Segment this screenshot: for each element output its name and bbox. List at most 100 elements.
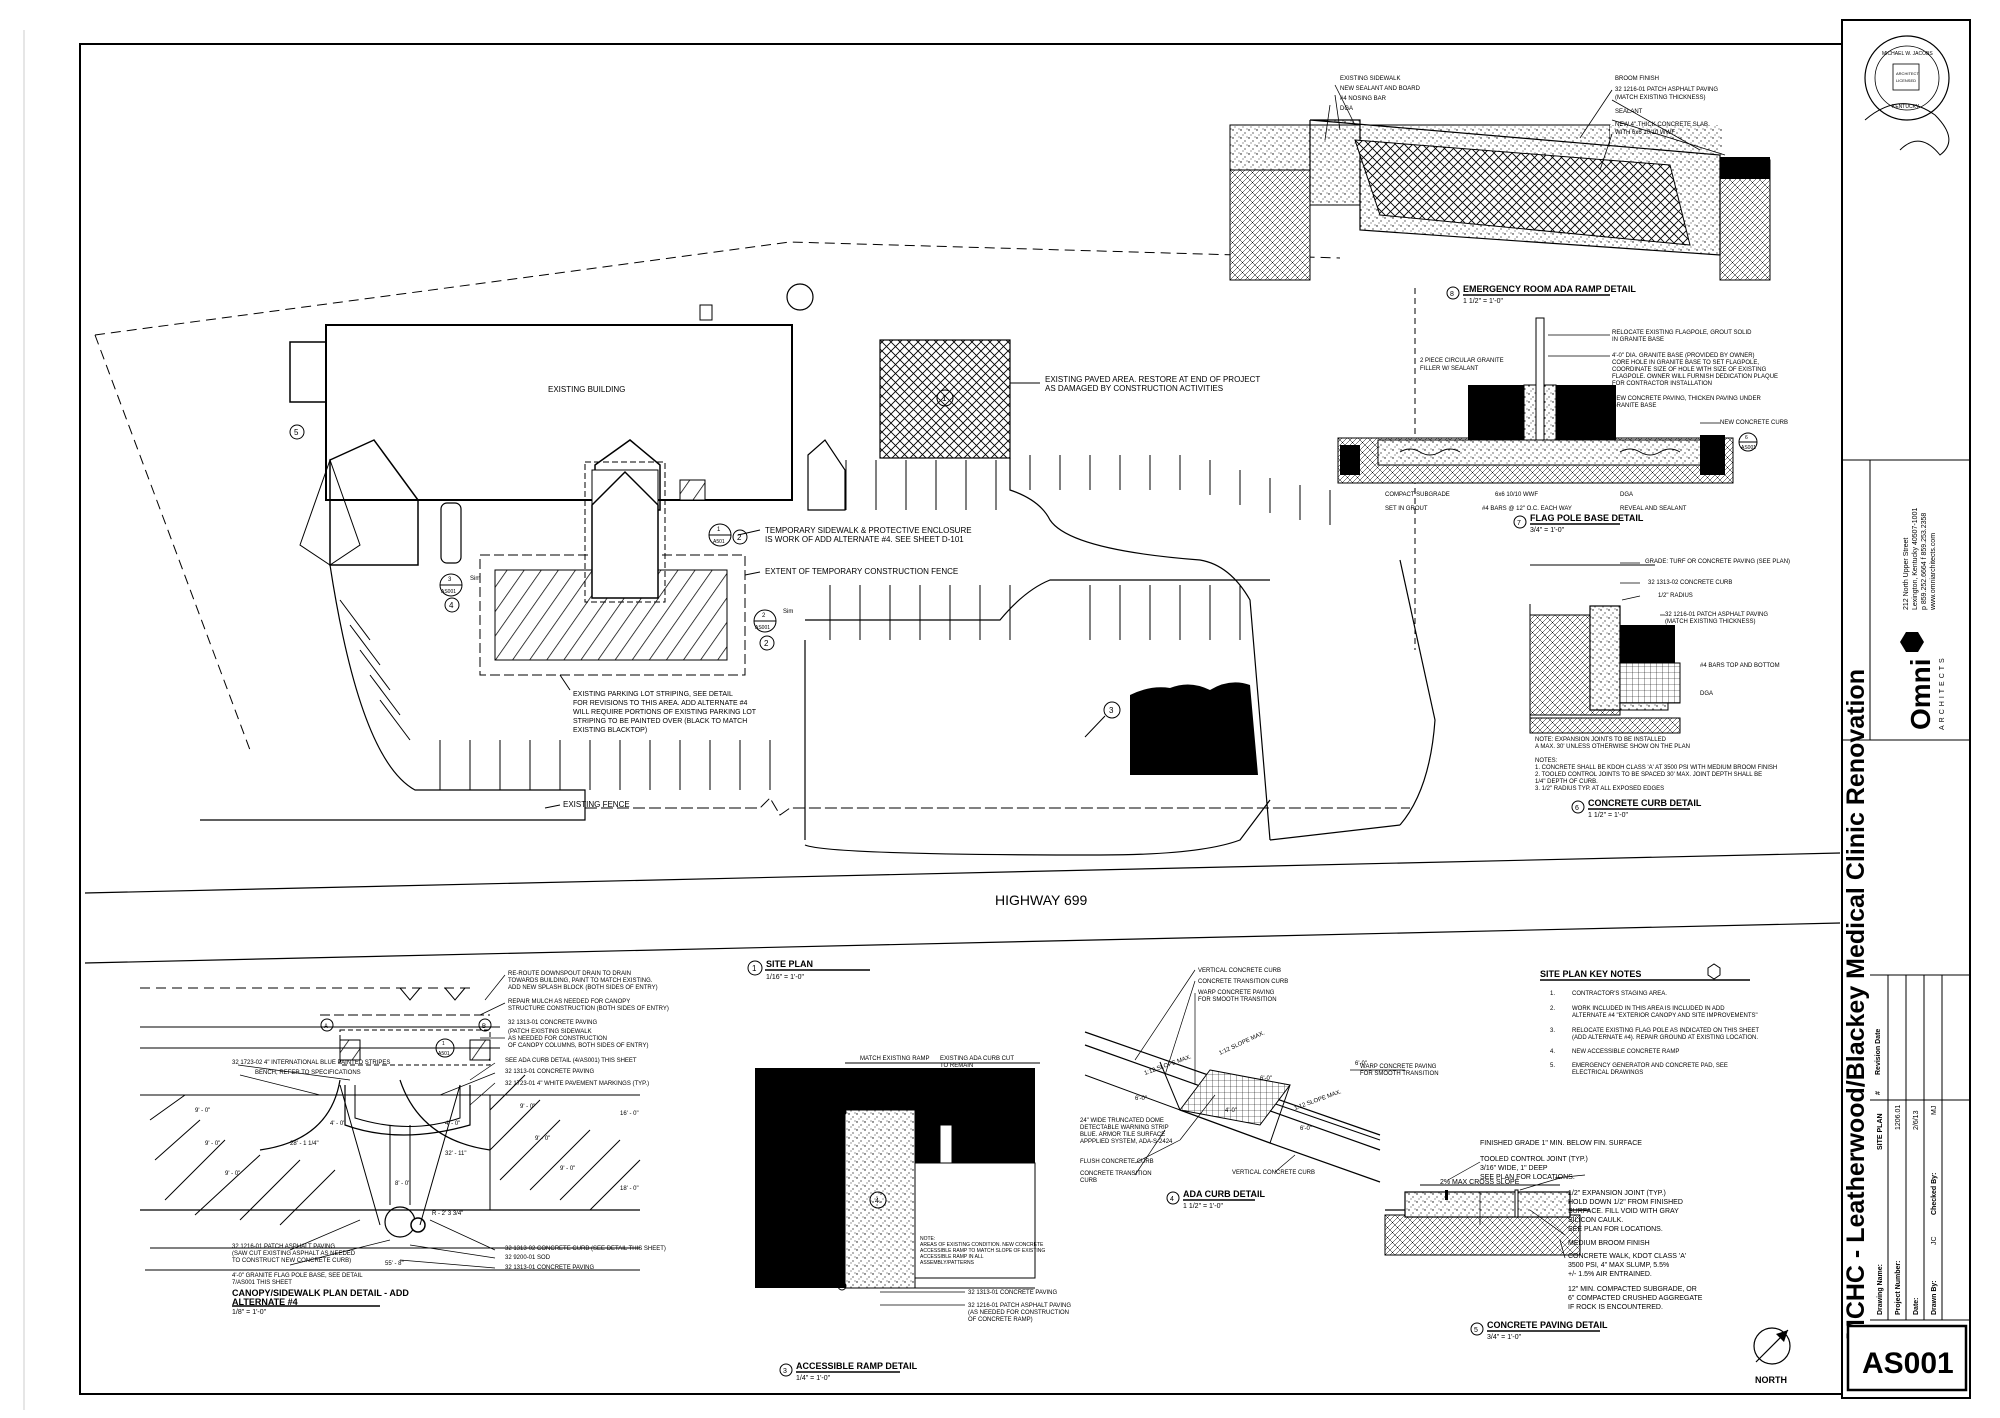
svg-text:VERTICAL CONCRETE CURB: VERTICAL CONCRETE CURB (1232, 1170, 1315, 1176)
svg-text:1 1/2" = 1'-0": 1 1/2" = 1'-0" (1463, 298, 1503, 305)
svg-text:ARCHITECTS: ARCHITECTS (1939, 655, 1946, 730)
striping-note-4: STRIPING TO BE PAINTED OVER (BLACK TO MA… (573, 718, 747, 725)
svg-text:6'-0": 6'-0" (1135, 1096, 1147, 1102)
canopy-title: CANOPY/SIDEWALK PLAN DETAIL - ADD (232, 1288, 409, 1298)
svg-text:MATCH EXISTING RAMP: MATCH EXISTING RAMP (860, 1056, 930, 1062)
svg-text:NEW ACCESSIBLE CONCRETE RAMP: NEW ACCESSIBLE CONCRETE RAMP (1572, 1049, 1679, 1055)
svg-text:COORDINATE SIZE OF HOLE WITH S: COORDINATE SIZE OF HOLE WITH SIZE OF EXI… (1612, 367, 1767, 373)
svg-text:DETECTABLE WARNING STRIP: DETECTABLE WARNING STRIP (1080, 1125, 1169, 1131)
svg-text:WITH 6x6 10/10 WWF: WITH 6x6 10/10 WWF (1615, 130, 1675, 136)
svg-text:ACCESSIBLE RAMP TO MATCH SLOPE: ACCESSIBLE RAMP TO MATCH SLOPE OF EXISTI… (920, 1248, 1045, 1254)
svg-text:18' - 0": 18' - 0" (620, 1186, 639, 1192)
title-block-border (1841, 19, 1971, 1399)
svg-text:MICHAEL W. JACOBS: MICHAEL W. JACOBS (1882, 51, 1933, 57)
svg-text:SEE ADA CURB DETAIL (4/AS001): SEE ADA CURB DETAIL (4/AS001) THIS SHEET (505, 1058, 637, 1064)
svg-text:ACCESSIBLE RAMP IN ALL: ACCESSIBLE RAMP IN ALL (920, 1254, 984, 1260)
flag-pole-title: FLAG POLE BASE DETAIL (1530, 513, 1644, 523)
svg-text:SEALANT: SEALANT (1615, 109, 1643, 115)
svg-text:CONCRETE TRANSITION: CONCRETE TRANSITION (1080, 1171, 1152, 1177)
svg-text:#4 NOSING BAR: #4 NOSING BAR (1340, 96, 1387, 102)
svg-text:CORE HOLE IN GRANITE BASE TO S: CORE HOLE IN GRANITE BASE TO SET FLAGPOL… (1612, 360, 1759, 366)
striping-note-2: FOR REVISIONS TO THIS AREA. ADD ALTERNAT… (573, 700, 748, 707)
svg-text:32 1313-01 CONCRETE PAVING: 32 1313-01 CONCRETE PAVING (505, 1265, 594, 1271)
svg-text:CONTRACTOR'S STAGING AREA.: CONTRACTOR'S STAGING AREA. (1572, 991, 1667, 997)
svg-text:3: 3 (783, 1368, 787, 1375)
svg-text:Sim: Sim (470, 576, 480, 582)
svg-text:ELECTRICAL DRAWINGS: ELECTRICAL DRAWINGS (1572, 1070, 1643, 1076)
ada-curb-title: ADA CURB DETAIL (1183, 1189, 1265, 1199)
svg-text:NOTE: EXPANSION JOINTS TO BE I: NOTE: EXPANSION JOINTS TO BE INSTALLED (1535, 737, 1667, 743)
svg-text:IN GRANITE BASE: IN GRANITE BASE (1612, 337, 1664, 343)
svg-text:2% MAX CROSS SLOPE: 2% MAX CROSS SLOPE (1440, 1179, 1520, 1186)
svg-text:Lexington, Kentucky 40507-1001: Lexington, Kentucky 40507-1001 (1912, 508, 1919, 610)
site-plan-scale: 1/16" = 1'-0" (766, 974, 805, 981)
svg-text:16' - 0": 16' - 0" (620, 1111, 639, 1117)
svg-text:1:12 SLOPE MAX.: 1:12 SLOPE MAX. (1294, 1089, 1343, 1112)
svg-text:1: 1 (717, 527, 721, 533)
svg-text:A: A (324, 1024, 328, 1030)
canopy-detail: A B 1 A501 RE-ROUTE DOWNSPOUT DRAIN TO D… (140, 971, 669, 1316)
existing-building (325, 324, 793, 501)
svg-text:28' - 1 1/4": 28' - 1 1/4" (290, 1141, 319, 1147)
svg-text:32 9200-01 SOD: 32 9200-01 SOD (505, 1255, 551, 1261)
svg-text:p 859.252.6664 f 859.253.2358: p 859.252.6664 f 859.253.2358 (1921, 513, 1928, 610)
svg-text:TO CONSTRUCT NEW CONCRETE CURB: TO CONSTRUCT NEW CONCRETE CURB) (232, 1258, 351, 1264)
svg-text:HOLD DOWN 1/2" FROM FINISHED: HOLD DOWN 1/2" FROM FINISHED (1568, 1199, 1683, 1206)
temp-sidewalk-note-2: IS WORK OF ADD ALTERNATE #4. SEE SHEET D… (765, 535, 964, 544)
svg-text:RELOCATE EXISTING FLAGPOLE, GR: RELOCATE EXISTING FLAGPOLE, GROUT SOLID (1612, 330, 1752, 336)
svg-text:COMPACT SUBGRADE: COMPACT SUBGRADE (1385, 492, 1450, 498)
svg-text:1/4" = 1'-0": 1/4" = 1'-0" (796, 1375, 831, 1382)
svg-text:5.: 5. (1550, 1063, 1555, 1069)
svg-text:3/4" = 1'-0": 3/4" = 1'-0" (1530, 527, 1565, 534)
svg-text:#4 BARS @ 12" O.C. EACH WAY: #4 BARS @ 12" O.C. EACH WAY (1482, 506, 1572, 512)
access-ramp-title: ACCESSIBLE RAMP DETAIL (796, 1361, 918, 1371)
svg-text:FINISHED GRADE 1" MIN. BELOW F: FINISHED GRADE 1" MIN. BELOW FIN. SURFAC… (1480, 1140, 1642, 1147)
key-notes: SITE PLAN KEY NOTES 1. CONTRACTOR'S STAG… (1540, 963, 1759, 1076)
svg-text:WARP CONCRETE PAVING: WARP CONCRETE PAVING (1198, 990, 1275, 996)
svg-text:Revision Date: Revision Date (1875, 1029, 1882, 1075)
highway-label: HIGHWAY 699 (995, 892, 1088, 908)
svg-text:4.: 4. (875, 1198, 881, 1205)
svg-text:212 North Upper Street: 212 North Upper Street (1903, 538, 1910, 610)
svg-text:32 1313-02 CONCRETE CURB: 32 1313-02 CONCRETE CURB (1648, 580, 1732, 586)
striping-note-1: EXISTING PARKING LOT STRIPING, SEE DETAI… (573, 691, 733, 698)
ada-curb-detail: 1:12 SLOPE MAX. 1:12 SLOPE MAX. 1:12 SLO… (1080, 968, 1439, 1210)
svg-text:EMERGENCY GENERATOR AND CONCRE: EMERGENCY GENERATOR AND CONCRETE PAD, SE… (1572, 1063, 1728, 1069)
svg-text:CURB: CURB (1080, 1178, 1097, 1184)
svg-text:2.: 2. (1550, 1006, 1555, 1012)
architect-seal (1864, 35, 1950, 121)
svg-text:Checked By:: Checked By: (1931, 1173, 1938, 1215)
svg-text:NORTH: NORTH (1755, 1375, 1787, 1385)
svg-text:4'-0" DIA. GRANITE BASE (PROVI: 4'-0" DIA. GRANITE BASE (PROVIDED BY OWN… (1612, 353, 1755, 359)
svg-text:CONCRETE TRANSITION CURB: CONCRETE TRANSITION CURB (1198, 979, 1288, 985)
svg-text:8' - 0": 8' - 0" (395, 1181, 410, 1187)
project-title: MCHC - Leatherwood/Blackey Medical Clini… (1842, 669, 1870, 1340)
svg-text:APPPLIED SYSTEM, ADA-S-2424: APPPLIED SYSTEM, ADA-S-2424 (1080, 1139, 1173, 1145)
svg-text:32 1313-01 CONCRETE PAVING: 32 1313-01 CONCRETE PAVING (508, 1020, 597, 1026)
svg-text:Sim: Sim (783, 609, 793, 615)
svg-text:FILLER W/ SEALANT: FILLER W/ SEALANT (1420, 366, 1479, 372)
svg-text:9' - 0": 9' - 0" (205, 1141, 220, 1147)
svg-text:RELOCATE EXISTING FLAG POLE AS: RELOCATE EXISTING FLAG POLE AS INDICATED… (1572, 1028, 1759, 1034)
key-notes-title: SITE PLAN KEY NOTES (1540, 969, 1641, 979)
svg-text:9' - 0": 9' - 0" (225, 1171, 240, 1177)
svg-text:1: 1 (942, 394, 947, 403)
svg-text:EXISTING SIDEWALK: EXISTING SIDEWALK (1340, 76, 1400, 82)
svg-text:FLUSH CONCRETE CURB: FLUSH CONCRETE CURB (1080, 1159, 1154, 1165)
svg-text:FOR CONTRACTOR INSTALLATION: FOR CONTRACTOR INSTALLATION (1612, 381, 1712, 387)
svg-text:1 1/2" = 1'-0": 1 1/2" = 1'-0" (1183, 1203, 1223, 1210)
existing-building-label: EXISTING BUILDING (548, 385, 625, 394)
sheet-number: AS001 (1862, 1347, 1954, 1380)
svg-text:FLAGPOLE. OWNER WILL FURNISH: FLAGPOLE. OWNER WILL FURNISH DEDICATION … (1612, 374, 1778, 380)
svg-text:AS001: AS001 (1741, 445, 1756, 451)
svg-text:B: B (482, 1024, 486, 1030)
site-plan-title: SITE PLAN (766, 959, 813, 969)
svg-text:1:12 SLOPE MAX.: 1:12 SLOPE MAX. (1218, 1030, 1266, 1057)
svg-text:BROOM FINISH: BROOM FINISH (1615, 76, 1659, 82)
svg-text:REPAIR MULCH AS NEEDED FOR CAN: REPAIR MULCH AS NEEDED FOR CANOPY (508, 999, 630, 1005)
svg-text:STRUCTURE CONSTRUCTION (BOTH S: STRUCTURE CONSTRUCTION (BOTH SIDES OF EN… (508, 1006, 669, 1012)
svg-text:1/4" DEPTH OF CURB.: 1/4" DEPTH OF CURB. (1535, 779, 1598, 785)
svg-text:AREAS OF EXISTING CONDITION. N: AREAS OF EXISTING CONDITION. NEW CONCRET… (920, 1242, 1044, 1248)
svg-text:ALTERNATE #4 "EXTERIOR CANOPY: ALTERNATE #4 "EXTERIOR CANOPY AND SITE I… (1572, 1013, 1758, 1019)
svg-text:KENTUCKY: KENTUCKY (1892, 104, 1920, 110)
